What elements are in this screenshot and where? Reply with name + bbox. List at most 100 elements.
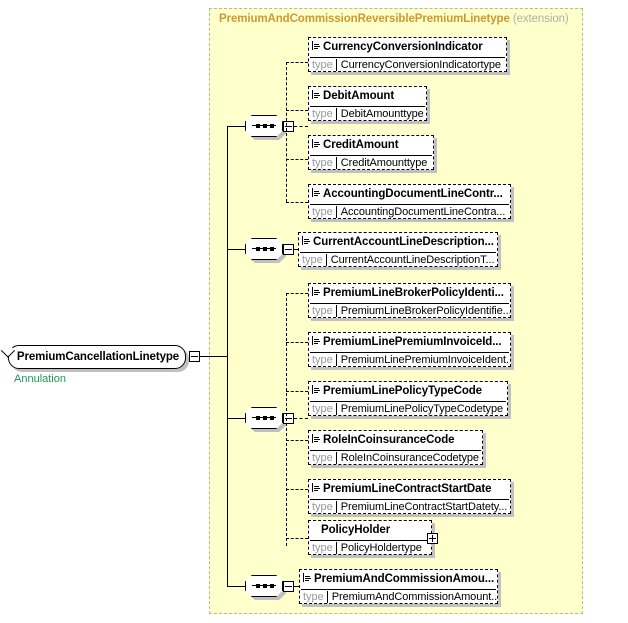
sequence-compositor-3[interactable] — [245, 407, 286, 432]
element-body: PremiumLineContractStartDate type Premiu… — [308, 479, 511, 514]
sequence-dots-icon-1 — [252, 123, 276, 128]
root-collapse-toggle-minus-icon[interactable] — [189, 351, 200, 362]
connector-seq1-fan-vertical — [286, 62, 287, 202]
element-box-premium-line-contract-start-date[interactable]: PremiumLineContractStartDate type Premiu… — [308, 479, 514, 517]
element-type-value: DebitAmounttype — [335, 107, 426, 120]
element-type-value: PremiumLinePremiumInvoiceIdent... — [335, 353, 510, 366]
element-body: PremiumLineBrokerPolicyIdenti... type Pr… — [308, 283, 511, 318]
element-box-premium-line-premium-invoice-identifier[interactable]: PremiumLinePremiumInvoiceId... type Prem… — [308, 332, 514, 370]
element-name-label: PremiumLinePolicyTypeCode — [323, 385, 482, 397]
attributes-icon — [312, 434, 321, 443]
element-type-key: type — [303, 590, 324, 603]
element-type-row: type PolicyHoldertype — [309, 541, 431, 554]
element-body: PolicyHolder type PolicyHoldertype — [308, 520, 432, 555]
element-type-value: PremiumLinePolicyTypeCodetype — [335, 402, 507, 415]
element-name-label: AccountingDocumentLineContr... — [323, 188, 503, 200]
element-name-label: CreditAmount — [323, 139, 399, 151]
element-box-role-in-coinsurance-code[interactable]: RoleInCoinsuranceCode type RoleInCoinsur… — [308, 430, 486, 468]
connector-trunk-branch-3 — [227, 418, 245, 419]
element-body: RoleInCoinsuranceCode type RoleInCoinsur… — [308, 430, 483, 465]
element-type-key: type — [312, 156, 333, 169]
connector-seq1-to-element-4 — [286, 202, 308, 203]
element-type-key: type — [312, 500, 333, 513]
connector-seq1-to-element-3 — [286, 159, 308, 160]
connector-seq3-fan-vertical — [286, 293, 287, 546]
element-box-credit-amount[interactable]: CreditAmount type CreditAmounttype — [308, 135, 437, 173]
element-divider — [310, 401, 506, 402]
sequence-collapse-toggle-minus-icon-4[interactable] — [283, 581, 294, 592]
connector-seq3-to-element-10 — [286, 489, 308, 490]
element-name-label: PremiumAndCommissionAmou... — [314, 573, 495, 585]
element-body: DebitAmount type DebitAmounttype — [308, 86, 427, 121]
element-type-key: type — [312, 541, 333, 554]
connector-root-to-trunk — [200, 356, 228, 357]
attributes-icon — [303, 573, 312, 582]
element-box-premium-line-broker-policy-identifier[interactable]: PremiumLineBrokerPolicyIdenti... type Pr… — [308, 283, 514, 321]
element-type-row: type CurrentAccountLineDescriptionT... — [299, 253, 497, 266]
element-type-row: type CreditAmounttype — [309, 156, 433, 169]
element-type-row: type PremiumLinePremiumInvoiceIdent... — [309, 353, 510, 366]
element-type-key: type — [302, 253, 323, 266]
element-box-debit-amount[interactable]: DebitAmount type DebitAmounttype — [308, 86, 430, 124]
element-type-value: PremiumAndCommissionAmount... — [326, 590, 497, 603]
attributes-icon — [312, 90, 321, 99]
element-name-label: CurrencyConversionIndicator — [323, 41, 483, 53]
element-body: PremiumLinePremiumInvoiceId... type Prem… — [308, 332, 511, 367]
root-element-box[interactable]: PremiumCancellationLinetype — [0, 343, 186, 369]
element-name-label: PolicyHolder — [321, 524, 391, 536]
sequence-dots-icon-3 — [252, 415, 276, 420]
sequence-collapse-toggle-minus-icon-2[interactable] — [283, 244, 294, 255]
root-annotation-label: Annulation — [14, 373, 66, 385]
element-divider — [301, 589, 496, 590]
element-name-label: DebitAmount — [323, 90, 395, 102]
element-type-value: PolicyHoldertype — [335, 541, 431, 554]
element-type-value: CurrencyConversionIndicatortype — [335, 58, 506, 71]
connector-seq4-to-element-12 — [294, 586, 299, 587]
connector-trunk-branch-2 — [227, 249, 245, 250]
element-box-current-account-line-description[interactable]: CurrentAccountLineDescription... type Cu… — [298, 232, 501, 270]
policy-holder-expand-toggle-plus-icon[interactable] — [427, 533, 438, 544]
element-divider — [300, 252, 496, 253]
element-divider — [310, 155, 432, 156]
element-type-key: type — [312, 402, 333, 415]
element-box-currency-conversion-indicator[interactable]: CurrencyConversionIndicator type Currenc… — [308, 37, 510, 75]
element-type-row: type CurrencyConversionIndicatortype — [309, 58, 506, 71]
sequence-collapse-toggle-minus-icon-3[interactable] — [283, 413, 294, 424]
sequence-dots-icon-4 — [252, 583, 276, 588]
connector-seq3-to-element-11 — [286, 538, 308, 539]
element-box-premium-line-policy-type-code[interactable]: PremiumLinePolicyTypeCode type PremiumLi… — [308, 381, 511, 419]
attributes-icon — [312, 287, 321, 296]
connector-seq1-to-element-2 — [286, 110, 308, 111]
attributes-icon — [312, 385, 321, 394]
sequence-compositor-4[interactable] — [245, 575, 286, 600]
element-type-row: type RoleInCoinsuranceCodetype — [309, 451, 482, 464]
element-type-key: type — [312, 353, 333, 366]
element-type-value: PremiumLineBrokerPolicyIdentifie... — [335, 304, 510, 317]
element-divider — [310, 57, 505, 58]
connector-trunk-branch-4 — [227, 586, 245, 587]
element-box-policy-holder[interactable]: PolicyHolder type PolicyHoldertype — [308, 520, 435, 558]
element-body: AccountingDocumentLineContr... type Acco… — [308, 184, 511, 219]
element-body: CurrencyConversionIndicator type Currenc… — [308, 37, 507, 72]
element-box-accounting-document-line-contract[interactable]: AccountingDocumentLineContr... type Acco… — [308, 184, 514, 222]
element-type-row: type PremiumLineContractStartDatety... — [309, 500, 510, 513]
element-name-label: PremiumLinePremiumInvoiceId... — [323, 336, 502, 348]
sequence-collapse-toggle-minus-icon-1[interactable] — [283, 121, 294, 132]
sequence-compositor-1[interactable] — [245, 115, 286, 140]
element-body: CurrentAccountLineDescription... type Cu… — [298, 232, 498, 267]
element-box-premium-and-commission-amount[interactable]: PremiumAndCommissionAmou... type Premium… — [299, 569, 501, 607]
connector-seq3-to-element-9 — [286, 440, 308, 441]
connector-seq2-to-element-5 — [294, 249, 298, 250]
attributes-icon — [312, 41, 321, 50]
sequence-compositor-2[interactable] — [245, 238, 286, 263]
connector-seq3-to-element-6 — [286, 293, 308, 294]
element-name-label: PremiumLineContractStartDate — [323, 483, 492, 495]
element-type-value: RoleInCoinsuranceCodetype — [335, 451, 482, 464]
extension-group-title-text: PremiumAndCommissionReversiblePremiumLin… — [219, 13, 510, 25]
element-type-key: type — [312, 451, 333, 464]
element-type-row: type AccountingDocumentLineContra... — [309, 205, 510, 218]
element-divider — [310, 303, 509, 304]
element-divider — [310, 540, 430, 541]
connector-seq3-to-element-8 — [286, 391, 308, 392]
